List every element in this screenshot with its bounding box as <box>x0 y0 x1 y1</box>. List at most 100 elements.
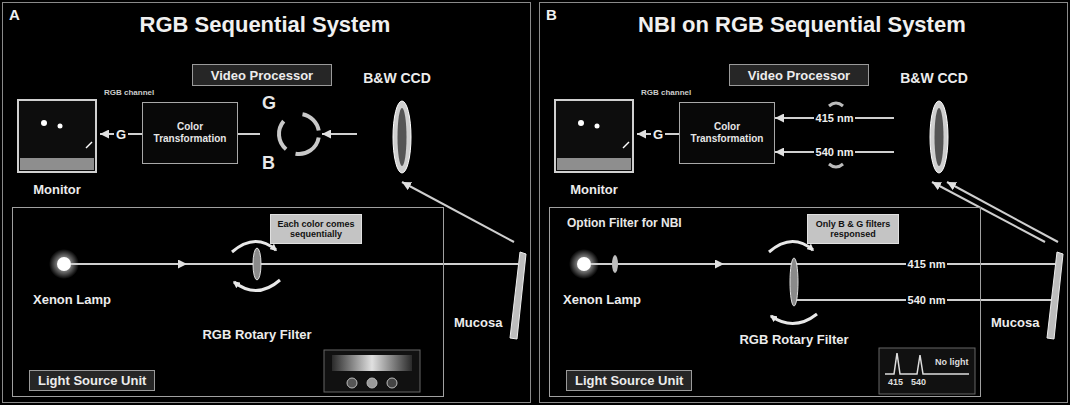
section-tag: Video Processor <box>192 64 332 86</box>
spectrum-bar <box>332 355 412 371</box>
ccd-disk <box>930 101 948 173</box>
monitor: Monitor <box>551 97 637 197</box>
connector <box>647 263 724 265</box>
panel-b-art <box>555 100 1063 394</box>
filter-dot <box>367 378 377 388</box>
lamp: Xenon Lamp <box>557 247 647 307</box>
filter-disk <box>253 248 261 280</box>
part-name: RGB Rotary Filter <box>739 332 848 347</box>
channel-wheel: GB <box>260 94 322 174</box>
part-name: Xenon Lamp <box>563 292 641 307</box>
callout-note: Each color comes sequentially <box>274 219 358 240</box>
part-label: Option Filter for NBI <box>567 216 682 230</box>
connector <box>322 133 357 135</box>
part-name: RGB Rotary Filter <box>202 327 311 342</box>
light-beam <box>591 263 647 265</box>
ccd-disk <box>393 101 411 173</box>
monitor: Monitor <box>14 97 100 197</box>
mucosa-surface <box>510 252 526 339</box>
lamp-bulb <box>57 257 71 271</box>
connector <box>100 133 142 135</box>
process-box: Color Transformation <box>142 102 238 164</box>
connector <box>864 263 989 265</box>
monitor-screen <box>18 100 96 172</box>
process-box: Color Transformation <box>679 102 775 164</box>
rotation-arrow <box>771 314 817 324</box>
callout-box: Each color comes sequentially <box>270 214 362 244</box>
channel-mark <box>829 103 843 106</box>
mucosa-surface <box>1047 252 1063 339</box>
section-name: Light Source Unit <box>29 370 155 391</box>
edge-label: G <box>114 127 128 142</box>
section-tag: Video Processor <box>729 64 869 86</box>
filter-dot <box>387 378 397 388</box>
screen-spot <box>578 120 584 126</box>
channel-letter: B <box>262 154 275 174</box>
panel-heading: NBI on RGB Sequential System <box>557 12 1061 38</box>
spectrum-inset <box>324 350 420 392</box>
filter-disk <box>790 258 798 306</box>
edge-label: 415 nm <box>906 258 948 270</box>
ccd-core <box>398 108 407 166</box>
figure-panel: BNBI on RGB Sequential SystemVideo Proce… <box>539 2 1068 403</box>
channel-mark <box>829 164 843 167</box>
part-name: Monitor <box>570 182 618 197</box>
wavelength-label: 415 <box>888 377 903 387</box>
light-beam <box>989 263 1055 265</box>
section-name: Video Processor <box>748 68 850 83</box>
process-name: Color Transformation <box>147 121 233 145</box>
mucosa: Mucosa <box>989 242 1064 342</box>
screen-spot <box>595 124 600 129</box>
section-name: Light Source Unit <box>566 370 692 391</box>
process-name: Color Transformation <box>684 121 770 145</box>
connector <box>932 182 1045 242</box>
rotary-filter: RGB Rotary Filter <box>724 247 864 347</box>
ccd-core <box>935 108 944 166</box>
channel-letter: G <box>262 94 276 114</box>
part-name: B&W CCD <box>900 70 968 86</box>
ccd-sensor: B&W CCD <box>894 70 974 182</box>
rotation-arrow <box>234 280 280 291</box>
lamp-bulb <box>577 257 591 271</box>
light-beam <box>452 263 518 265</box>
light-beam <box>989 299 1051 301</box>
unit-housing: Light Source Unit Xenon LampRGB Rotary Fi… <box>549 207 981 397</box>
monitor-screen <box>555 100 633 172</box>
part-name: B&W CCD <box>363 70 431 86</box>
part-name: Mucosa <box>991 315 1039 330</box>
connector <box>637 133 679 135</box>
panel-heading: A <box>9 6 20 23</box>
edge-label: G <box>651 127 665 142</box>
wheel-segment <box>279 121 286 149</box>
connector <box>947 182 1058 242</box>
edge-label: 540 nm <box>906 294 948 306</box>
callout-note: Only B & G filters responsed <box>811 219 895 240</box>
light-beam <box>71 263 117 265</box>
connector <box>238 133 260 135</box>
lamp: Xenon Lamp <box>27 247 117 307</box>
wheel-segment <box>303 114 319 130</box>
panel-a-art <box>18 100 526 392</box>
connector <box>402 182 514 242</box>
spectrum-inset <box>879 348 975 394</box>
edge-label: 415 nm <box>814 112 856 124</box>
connector <box>864 299 989 301</box>
light-beam <box>794 299 864 301</box>
spectrum-note: No light <box>935 357 969 367</box>
connector <box>775 117 894 119</box>
spectrum-peaks <box>885 353 969 374</box>
connector <box>775 151 894 153</box>
panel-heading: RGB Sequential System <box>20 12 524 38</box>
ccd-sensor: B&W CCD <box>357 70 437 182</box>
figure-panel: ARGB Sequential SystemVideo ProcessorMon… <box>2 2 531 403</box>
screen-spot <box>41 120 47 126</box>
screen-spot <box>58 124 63 129</box>
monitor-band <box>20 158 94 170</box>
filter-dot <box>347 378 357 388</box>
option-filter <box>612 255 618 273</box>
wavelength-label: 540 <box>911 377 926 387</box>
connector <box>327 263 452 265</box>
callout-box: Only B & G filters responsed <box>807 214 899 244</box>
